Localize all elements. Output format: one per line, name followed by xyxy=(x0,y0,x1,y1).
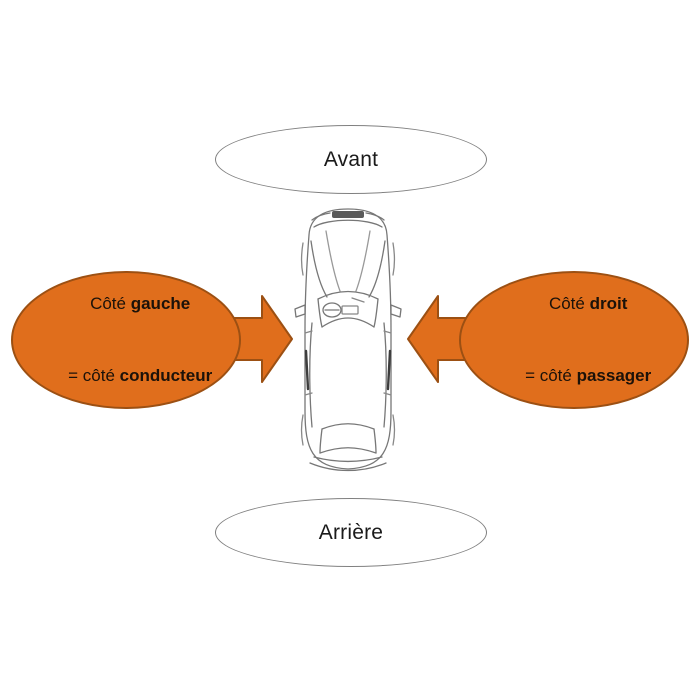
windshield xyxy=(317,290,379,300)
right-callout-line1-bold: droit xyxy=(589,294,628,313)
front-grille xyxy=(332,211,364,218)
right-callout-line1-regular: Côté xyxy=(548,294,590,313)
rear-label-text: Arrière xyxy=(318,520,384,544)
front-label-text: Avant xyxy=(323,147,379,171)
left-callout-line1-regular: Côté xyxy=(90,294,131,313)
side-mirror-left xyxy=(294,304,306,318)
rear-label-ellipse: Arrière xyxy=(215,498,487,567)
left-side-callout: Côté gauche = côté conducteur xyxy=(11,271,241,409)
right-callout-line2-regular: = côté xyxy=(525,366,577,385)
left-callout-line2-regular: = côté xyxy=(68,366,120,385)
headlight-left xyxy=(311,212,331,221)
car-body-outline xyxy=(304,208,392,470)
left-callout-line2-bold: conducteur xyxy=(119,366,213,385)
left-callout-line2: = côté conducteur xyxy=(40,340,212,412)
side-mirror-right xyxy=(390,304,402,318)
left-callout-line1: Côté gauche xyxy=(62,268,191,340)
right-side-callout: Côté droit = côté passager xyxy=(459,271,689,409)
rear-window xyxy=(321,423,375,430)
headlight-right xyxy=(365,212,385,221)
car-top-view-illustration xyxy=(294,208,402,472)
right-callout-line2-bold: passager xyxy=(576,366,652,385)
steering-wheel xyxy=(322,302,342,318)
front-label-ellipse: Avant xyxy=(215,125,487,194)
right-callout-line2: = côté passager xyxy=(497,340,652,412)
right-callout-line1: Côté droit xyxy=(521,268,628,340)
left-callout-line1-bold: gauche xyxy=(130,294,191,313)
